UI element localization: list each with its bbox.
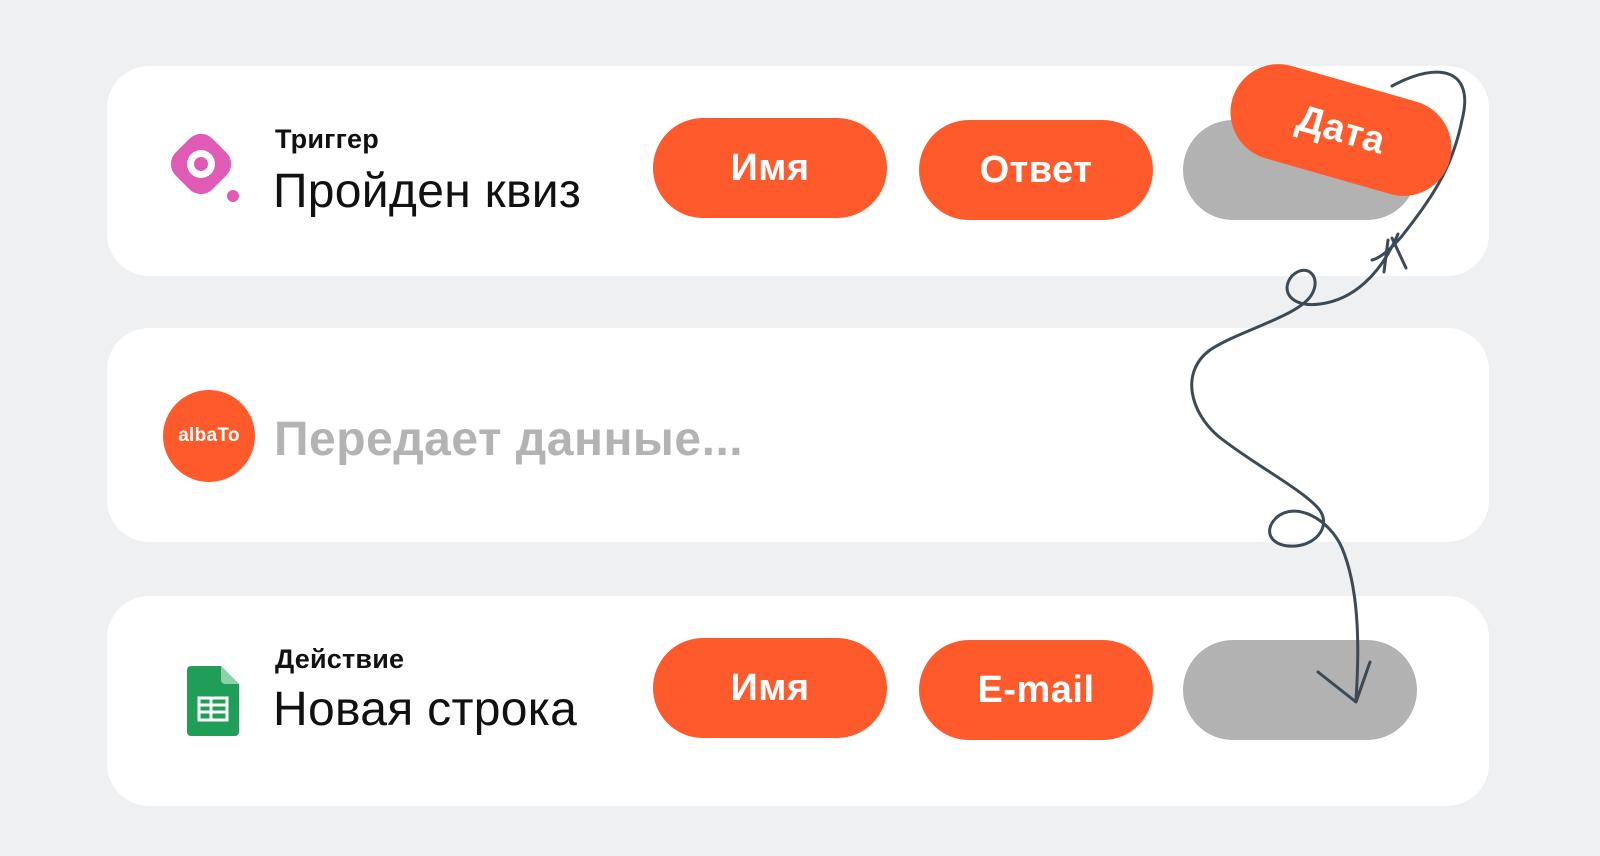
trigger-title: Пройден квиз: [273, 165, 582, 218]
action-title: Новая строка: [273, 683, 578, 736]
field-pill-email[interactable]: E-mail: [919, 640, 1153, 740]
field-pill-name[interactable]: Имя: [653, 638, 887, 738]
google-sheets-icon: [187, 666, 239, 736]
action-overline: Действие: [275, 644, 405, 674]
field-pill-answer[interactable]: Ответ: [919, 120, 1153, 220]
albato-card: albaTo Передает данные...: [107, 328, 1489, 542]
field-pill-name[interactable]: Имя: [653, 118, 887, 218]
transfer-status: Передает данные...: [274, 413, 744, 466]
quiz-app-icon: [170, 133, 239, 202]
action-card: Действие Новая строка Имя E-mail: [107, 596, 1489, 806]
trigger-overline: Триггер: [275, 124, 379, 154]
albato-logo-text: albaTo: [178, 425, 240, 446]
albato-logo-icon: albaTo: [163, 390, 255, 482]
empty-field-slot[interactable]: [1183, 640, 1417, 740]
